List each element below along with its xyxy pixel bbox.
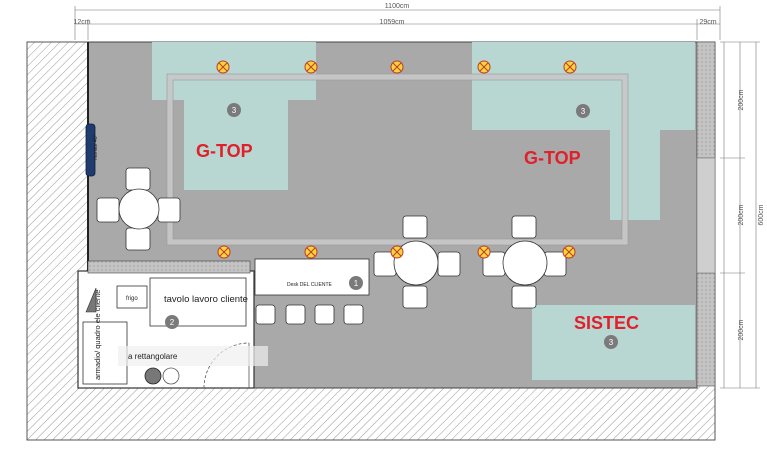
truss-frame (167, 74, 628, 245)
dim-total-width: 1100cm (385, 3, 410, 10)
right-wall-gap (696, 157, 716, 274)
dim-segment-middle: 200cm (738, 204, 745, 225)
dim-total-depth: 600cm (758, 204, 765, 225)
dim-right-margin: 29cm (699, 19, 716, 26)
desk-label: Desk DEL CLIENTE (287, 282, 332, 288)
sink-mark (85, 287, 97, 313)
work-table-label: tavolo lavoro cliente (164, 294, 248, 305)
svg-text:3: 3 (232, 106, 237, 115)
table-set-center (373, 215, 461, 309)
right-wall-panel-bottom (696, 272, 716, 387)
dim-segment-bottom: 200cm (738, 319, 745, 340)
spotlight-icon (390, 60, 404, 74)
spotlight-icon (563, 60, 577, 74)
spotlight-icon (217, 245, 231, 259)
svg-text:3: 3 (609, 338, 614, 347)
fridge-label: frigo (126, 296, 138, 302)
spotlight-icon (562, 245, 576, 259)
spotlight-icon (304, 245, 318, 259)
spotlight-icon (390, 245, 404, 259)
spotlights (216, 60, 577, 259)
waste-bin (144, 367, 162, 385)
spotlight-icon (477, 245, 491, 259)
monitor (85, 123, 96, 177)
dim-left-margin: 12cm (73, 19, 90, 26)
fridge (116, 285, 148, 309)
svg-text:1: 1 (354, 279, 359, 288)
svg-text:3: 3 (581, 107, 586, 116)
badge-zone-sistec: 3 (604, 335, 618, 349)
cabinet-label: armadio/ quadro ele cliente (93, 290, 102, 380)
svg-text:2: 2 (170, 318, 175, 327)
table-set-right (482, 215, 567, 309)
monitor-label: monitor 48" (93, 134, 99, 160)
rect-table-ghost-label: a rettangolare (128, 352, 178, 361)
counter-shelf (87, 260, 251, 274)
zone-gtop-left-label: G-TOP (196, 141, 253, 161)
badge-desk: 1 (349, 276, 363, 290)
badge-work-table: 2 (165, 315, 179, 329)
dim-inner-width: 1059cm (380, 19, 405, 26)
stool (162, 367, 180, 385)
badge-zone-left: 3 (227, 103, 241, 117)
work-table (149, 277, 247, 327)
spotlight-icon (216, 60, 230, 74)
zone-sistec-label: SISTEC (574, 313, 639, 333)
zone-gtop-right (472, 42, 695, 220)
spotlight-icon (304, 60, 318, 74)
table-set-left (96, 167, 181, 251)
zone-gtop-right-label: G-TOP (524, 148, 581, 168)
dim-segment-top: 200cm (738, 89, 745, 110)
desk-stools (255, 304, 364, 325)
spotlight-icon (477, 60, 491, 74)
badge-zone-right: 3 (576, 104, 590, 118)
client-desk (254, 258, 370, 296)
right-wall-panel-top (696, 41, 716, 159)
